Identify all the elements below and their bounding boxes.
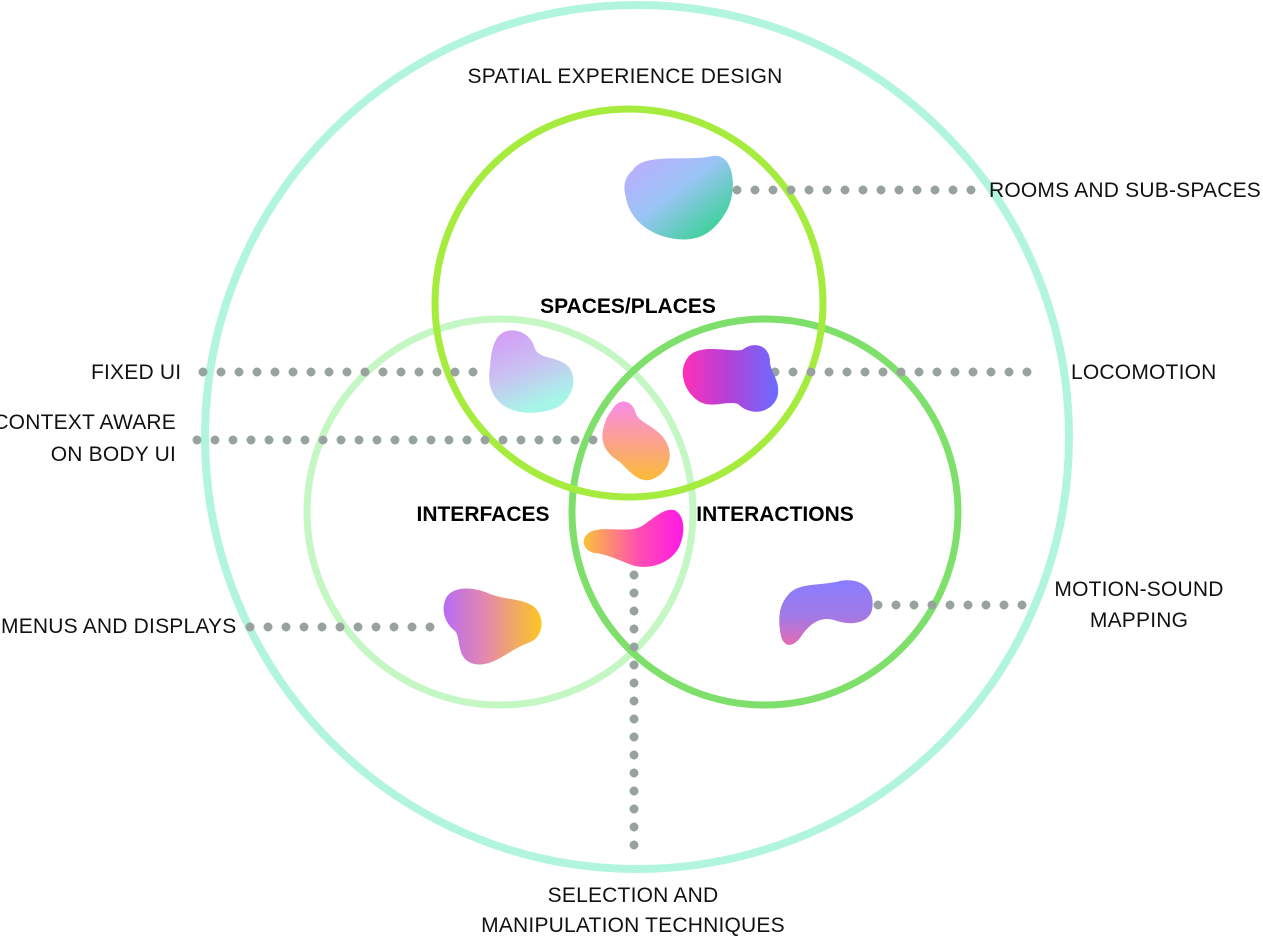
spaces-circle: [431, 105, 827, 501]
context-aware-blob: [602, 401, 670, 481]
rooms-blob: [624, 155, 733, 240]
context-aware-label-line1: CONTEXT AWARE: [0, 411, 176, 434]
interactions-circle: [568, 315, 962, 709]
interfaces-circle: [303, 315, 697, 709]
fixed-ui-label: FIXED UI: [91, 361, 181, 384]
fixed-ui-blob: [489, 330, 574, 413]
locomotion-label: LOCOMOTION: [1071, 361, 1217, 384]
selection-label-line2: MANIPULATION TECHNIQUES: [481, 914, 785, 937]
rooms-label: ROOMS AND SUB-SPACES: [989, 179, 1261, 202]
selection-label-line1: SELECTION AND: [548, 884, 719, 907]
outer-circle: [201, 1, 1073, 873]
motion-sound-label-line2: MAPPING: [1090, 609, 1188, 632]
context-aware-label-line2: ON BODY UI: [51, 443, 176, 466]
interactions-label: INTERACTIONS: [696, 503, 854, 526]
menus-label: MENUS AND DISPLAYS: [1, 615, 236, 638]
menus-blob: [443, 588, 542, 665]
diagram-title: SPATIAL EXPERIENCE DESIGN: [467, 65, 782, 88]
motion-sound-blob: [779, 580, 873, 645]
motion-sound-label-line1: MOTION-SOUND: [1054, 578, 1223, 601]
interfaces-label: INTERFACES: [416, 503, 549, 526]
selection-blob: [583, 509, 684, 567]
locomotion-blob: [682, 345, 779, 412]
spaces-places-label: SPACES/PLACES: [540, 295, 716, 318]
